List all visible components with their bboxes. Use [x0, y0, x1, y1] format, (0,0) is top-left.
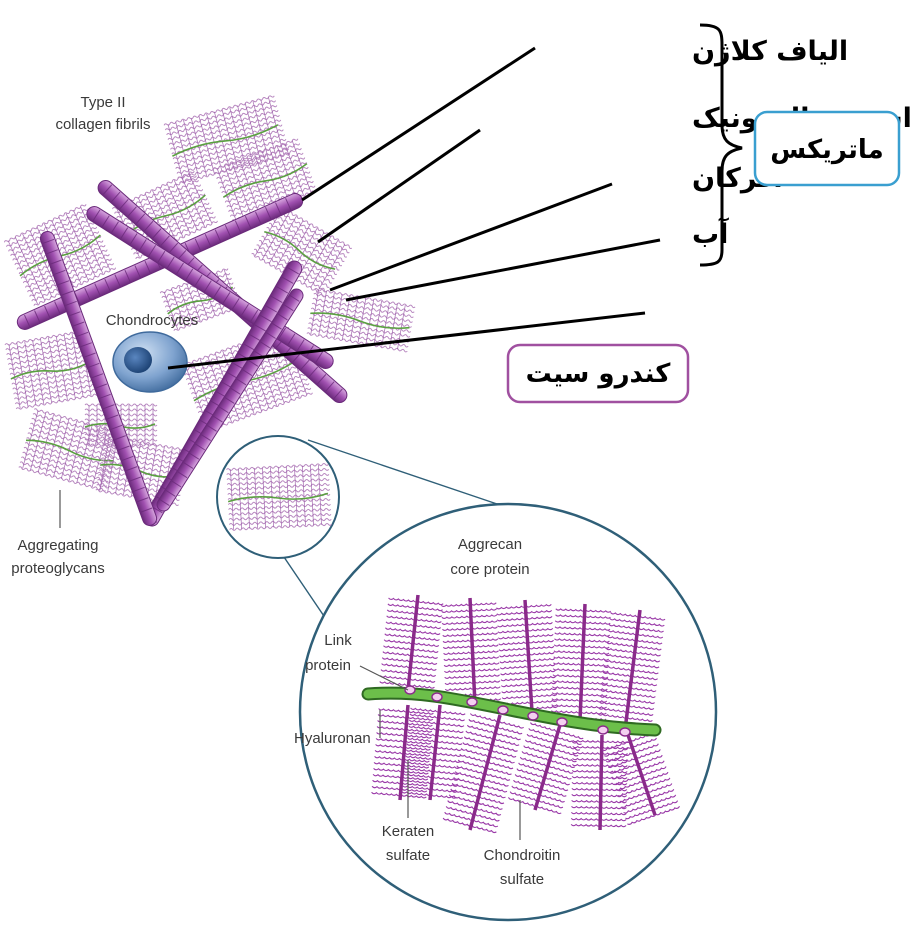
farsi-pointer-lines: [167, 46, 661, 370]
link-label-line2: protein: [305, 657, 351, 674]
chondroitin-label-line2: sulfate: [500, 871, 544, 888]
proteoglycan-patch: [306, 287, 416, 353]
link-protein: [527, 711, 539, 721]
aggrecan-label-line2: core protein: [450, 561, 529, 578]
link-label-line1: Link: [324, 632, 352, 649]
collagen-fibers-label: الیاف کلاژن: [692, 36, 848, 67]
link-leader: [359, 665, 409, 691]
aggrecan-molecule: [440, 597, 502, 706]
matrix-label: ماتریکس: [770, 135, 883, 165]
link-protein: [466, 697, 478, 707]
aggrecan-molecule: [496, 599, 559, 713]
chondrocytes-label: Chondrocytes: [106, 312, 199, 329]
proteoglycan-patch: [4, 329, 100, 410]
link-protein: [597, 725, 609, 735]
collagen-fibril: [156, 288, 304, 512]
link-protein: [431, 692, 443, 702]
link-protein: [619, 727, 631, 737]
aggregating-label-line1: Aggregating: [18, 537, 99, 554]
aggrecan-molecule: [507, 722, 584, 815]
large-zoom-circle: [298, 502, 718, 922]
hyaluronan-label: Hyaluronan: [294, 730, 371, 747]
link-protein: [497, 705, 509, 715]
chondrocyte-cell: [112, 331, 188, 393]
matrix-brace: [699, 23, 743, 267]
aggrecan-molecule: [570, 734, 629, 831]
keratan-label-line2: sulfate: [386, 847, 430, 864]
aggrecan-molecule: [379, 594, 444, 691]
small-zoom-circle: [216, 435, 340, 559]
aggrecan-molecule: [442, 713, 524, 834]
keratan-label-line1: Keraten: [382, 823, 435, 840]
chondrocyte-fa-label: کندرو سیت: [526, 359, 672, 389]
aggrecan-molecule: [602, 732, 680, 825]
matrix-box: ماتریکس: [753, 110, 901, 187]
aggrecan-label-line1: Aggrecan: [458, 536, 522, 553]
link-protein: [556, 717, 568, 727]
chondrocyte-box: کندرو سیت: [506, 343, 690, 404]
type2-label-line2: collagen fibrils: [55, 116, 150, 133]
type-ii-collagen-fibrils: [16, 179, 348, 527]
aggrecan-molecule: [401, 704, 466, 801]
english-labels: Type II collagen fibrils Chondrocytes Ag…: [11, 94, 560, 888]
water-label: آب: [692, 217, 729, 250]
aggrecan-molecule: [371, 704, 434, 801]
proteoglycan-patch: [212, 138, 318, 222]
chondroitin-label-line1: Chondroitin: [484, 847, 561, 864]
aggrecan-molecule: [550, 603, 612, 721]
aggrecan-molecule: [595, 609, 666, 734]
collagen-fibril: [39, 231, 158, 526]
type2-label-line1: Type II: [80, 94, 125, 111]
link-protein: [404, 685, 416, 695]
proteoglycan-patch: [163, 95, 291, 184]
proteoglycan-patch: [226, 463, 332, 531]
proteoglycan-patch: [18, 408, 122, 492]
aggregating-label-line2: proteoglycans: [11, 560, 104, 577]
